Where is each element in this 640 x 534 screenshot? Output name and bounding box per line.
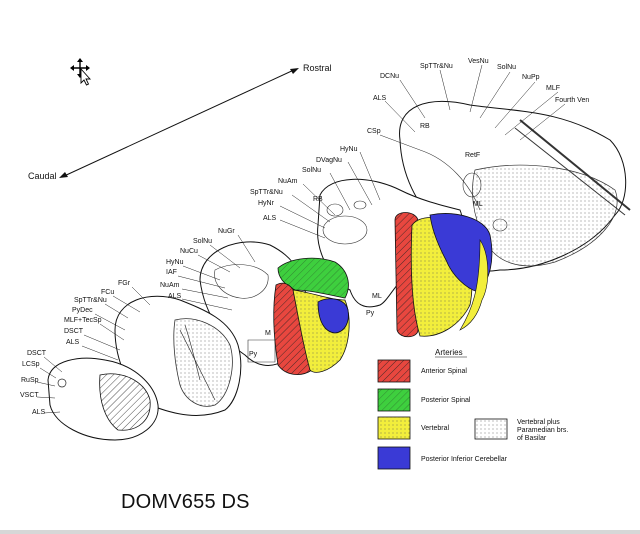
label-nupp: NuPp — [522, 74, 540, 81]
legend-label-pica: Posterior Inferior Cerebellar — [421, 456, 508, 463]
mid-medulla-arteries — [273, 257, 350, 375]
rostral-caudal-axis: Rostral Caudal — [28, 63, 332, 181]
caudal-label: Caudal — [28, 171, 57, 181]
label-dvagnu: DVagNu — [316, 157, 342, 164]
label-solnu-1: SolNu — [497, 64, 516, 71]
label-sptr-nu-3: SpTTr&Nu — [74, 297, 107, 304]
label-als-5: ALS — [32, 409, 46, 416]
legend-swatch-basilar — [474, 418, 508, 440]
label-nuam-2: NuAm — [160, 282, 180, 289]
legend-label-anterior-spinal: Anterior Spinal — [421, 368, 467, 375]
label-ml-1: ML — [473, 201, 483, 208]
label-solnu-3: SolNu — [193, 238, 212, 245]
label-hynr: HyNr — [258, 200, 275, 207]
label-retf: RetF — [465, 152, 480, 159]
legend-label-posterior-spinal: Posterior Spinal — [421, 397, 471, 404]
label-mlf: MLF — [546, 85, 560, 92]
label-py-1: Py — [366, 310, 375, 317]
label-als-2: ALS — [263, 215, 277, 222]
label-mlf-tecsp: MLF+TecSp — [64, 317, 102, 324]
bottom-bar — [0, 530, 640, 534]
label-als-1: ALS — [373, 95, 387, 102]
legend-label-vertebral: Vertebral — [421, 425, 449, 432]
label-rusp: RuSp — [21, 377, 39, 384]
label-hynu-2: HyNu — [166, 259, 184, 266]
label-dsct-1: DSCT — [64, 328, 84, 335]
label-fourth-ven: Fourth Ven — [555, 97, 589, 104]
label-sptr-nu-1: SpTTr&Nu — [420, 63, 453, 70]
label-sptr-nu-2: SpTTr&Nu — [250, 189, 283, 196]
label-nugr: NuGr — [218, 228, 235, 235]
label-lcsp: LCSp — [22, 361, 40, 368]
label-py-2: Py — [249, 351, 258, 358]
label-solnu-2: SolNu — [302, 167, 321, 174]
label-pydec: PyDec — [72, 307, 93, 314]
artery-legend: Arteries Anterior Spinal Posterior Spina… — [377, 348, 568, 470]
label-nuam-1: NuAm — [278, 178, 298, 185]
labels-rostral-pons: SpTTr&Nu VesNu SolNu DCNu NuPp MLF Fourt… — [367, 58, 589, 208]
label-iaf: IAF — [166, 269, 177, 276]
legend-basilar-line-3: of Basilar — [517, 435, 547, 442]
labels-spinal-junction: DSCT LCSp RuSp VSCT ALS — [20, 350, 63, 416]
figure-caption: DOMV655 DS — [121, 491, 250, 513]
label-als-3: ALS — [168, 293, 182, 300]
section-spinal-junction — [47, 357, 159, 441]
label-m: M — [265, 330, 271, 337]
label-dsct-2: DSCT — [27, 350, 47, 357]
label-fgr: FGr — [118, 280, 131, 287]
legend-basilar-line-1: Vertebral plus — [517, 419, 560, 426]
label-dcnu: DCNu — [380, 73, 399, 80]
legend-title: Arteries — [435, 348, 463, 357]
legend-swatch-pica — [377, 446, 411, 470]
label-fcu: FCu — [101, 289, 114, 296]
upper-medulla-arteries — [394, 212, 493, 338]
label-nucu: NuCu — [180, 248, 198, 255]
label-rb-2: RB — [313, 196, 323, 203]
move-cursor-icon — [70, 58, 92, 86]
label-hynu-1: HyNu — [340, 146, 358, 153]
label-ml-2: ML — [372, 293, 382, 300]
labels-mid-medulla: NuGr SolNu NuCu HyNu IAF NuAm ALS M Py — [160, 228, 271, 358]
label-vesnu: VesNu — [468, 58, 489, 65]
label-rb-1: RB — [420, 123, 430, 130]
label-vsct: VSCT — [20, 392, 39, 399]
legend-basilar-line-2: Paramedian brs. — [517, 427, 568, 434]
label-als-4: ALS — [66, 339, 80, 346]
labels-upper-medulla: HyNu DVagNu SolNu NuAm SpTTr&Nu HyNr ALS… — [250, 146, 382, 317]
rostral-label: Rostral — [303, 63, 332, 73]
label-csp: CSp — [367, 128, 381, 135]
labels-lower-medulla: FGr FCu SpTTr&Nu PyDec MLF+TecSp DSCT AL… — [64, 280, 151, 361]
